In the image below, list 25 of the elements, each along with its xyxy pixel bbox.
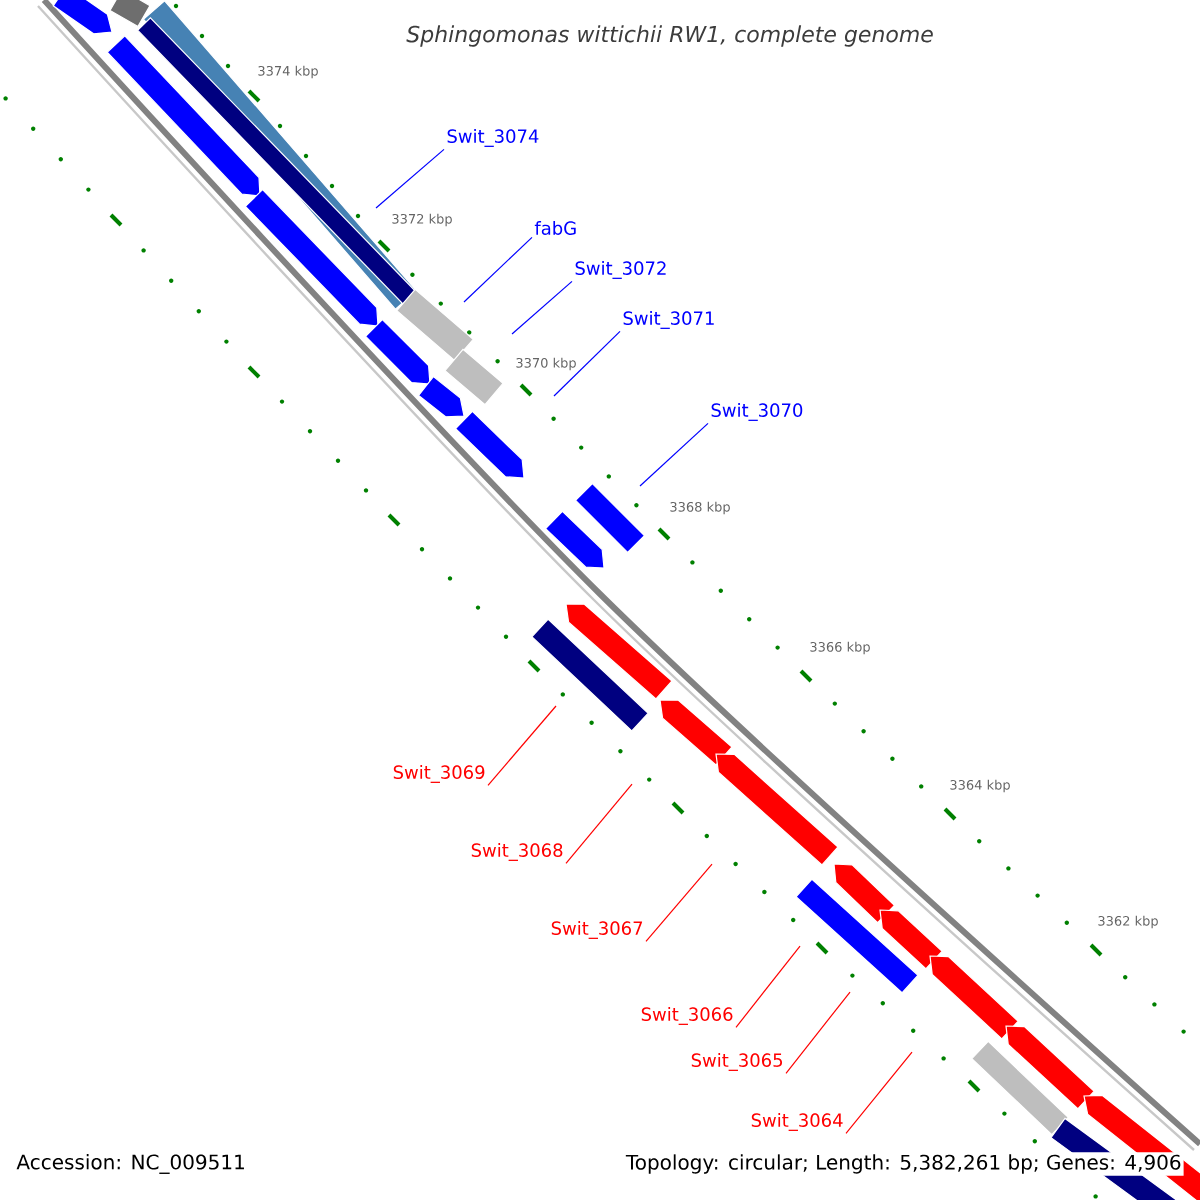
leader-line (785, 991, 851, 1074)
gene-label: Swit_3065 (691, 1053, 783, 1071)
leader-line (639, 422, 709, 487)
gene-label: Swit_3066 (641, 1007, 733, 1025)
gene-label: Swit_3064 (751, 1113, 843, 1131)
gene-label: Swit_3067 (551, 921, 643, 939)
leader-line (463, 236, 533, 303)
accession-text: Accession: NC_009511 (16, 1154, 244, 1174)
title: Sphingomonas wittichii RW1, complete genome (406, 25, 933, 47)
leader-line (565, 783, 633, 864)
leader-line (845, 1051, 913, 1134)
leader-line (511, 280, 573, 335)
leader-line (735, 945, 801, 1028)
leader-line (645, 863, 713, 942)
gene-label: Swit_3069 (393, 765, 485, 783)
gene-label: Swit_3068 (471, 843, 563, 861)
gene-label: Swit_3074 (447, 129, 539, 147)
gene-label: Swit_3072 (575, 261, 666, 279)
leader-line (553, 330, 621, 397)
leader-line (375, 148, 445, 209)
gene-label: fabG (534, 221, 576, 235)
gene-label: Swit_3071 (623, 311, 714, 329)
genome-info-text: Topology: circular; Length: 5,382,261 bp; Genes: 4,906 (623, 1152, 1184, 1176)
gene-label: Swit_3070 (711, 403, 803, 421)
leader-line (487, 705, 557, 786)
